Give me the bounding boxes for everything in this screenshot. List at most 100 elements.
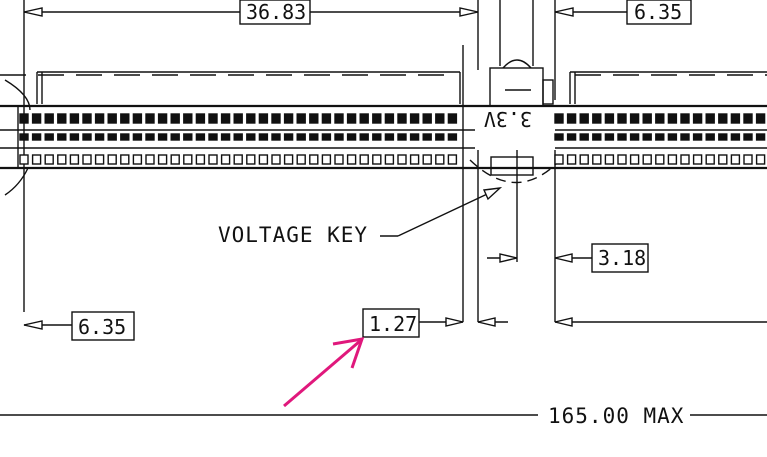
- contact-pad: [397, 154, 407, 165]
- contact-pad: [554, 133, 564, 141]
- contact-pad: [655, 113, 665, 124]
- contact-pad: [82, 113, 92, 124]
- contact-pad: [107, 133, 117, 141]
- contact-pad: [718, 133, 728, 141]
- contact-pad: [397, 133, 407, 141]
- contact-pad: [384, 113, 395, 124]
- contact-pad: [705, 154, 715, 165]
- dim-6-35-top: 6.35: [554, 0, 692, 100]
- contact-pad: [566, 154, 577, 165]
- contact-pad: [592, 133, 602, 141]
- contact-pad: [680, 154, 690, 165]
- contact-pad: [718, 154, 728, 165]
- contact-pad: [271, 133, 281, 141]
- contact-pad: [19, 154, 29, 165]
- contact-pad: [629, 154, 640, 165]
- contact-pad: [183, 133, 193, 141]
- contact-pad: [208, 113, 218, 124]
- contact-pad: [667, 133, 678, 141]
- contact-pad: [592, 154, 602, 165]
- dim-1-27: 1.27: [362, 308, 508, 338]
- contact-pad: [120, 154, 130, 165]
- contact-pad: [384, 154, 395, 165]
- contact-pad: [409, 133, 420, 141]
- contact-pad: [321, 133, 332, 141]
- contact-pad: [435, 154, 445, 165]
- contact-pad: [233, 154, 243, 165]
- contact-pad: [755, 133, 766, 141]
- contact-pad: [157, 133, 168, 141]
- contact-pad: [730, 113, 741, 124]
- contact-pad: [579, 113, 589, 124]
- contact-pad: [692, 133, 703, 141]
- contact-pad: [271, 113, 281, 124]
- contact-pad: [157, 113, 168, 124]
- contact-pad: [642, 133, 652, 141]
- contact-pad: [642, 113, 652, 124]
- dim-label-3-18: 3.18: [598, 246, 646, 270]
- dim-label-overall: 165.00 MAX: [548, 404, 684, 428]
- contact-pad: [82, 133, 92, 141]
- contact-pad: [31, 133, 42, 141]
- contact-pad: [592, 113, 602, 124]
- contact-pad: [321, 154, 332, 165]
- contact-pad: [120, 133, 130, 141]
- contact-pad: [334, 154, 344, 165]
- contact-pad: [258, 133, 269, 141]
- contact-pad: [359, 133, 369, 141]
- contact-pad: [195, 113, 206, 124]
- contact-pad: [57, 133, 67, 141]
- contact-pad: [718, 113, 728, 124]
- contact-pad: [422, 133, 432, 141]
- contact-pad: [19, 133, 29, 141]
- contact-pad: [604, 133, 615, 141]
- contact-pad: [246, 113, 256, 124]
- dim-label-6-35-left: 6.35: [78, 315, 126, 339]
- contact-pad: [334, 113, 344, 124]
- contact-pad: [422, 154, 432, 165]
- contact-pad: [642, 154, 652, 165]
- contact-pad: [94, 133, 105, 141]
- key-marking: 3.3V: [484, 107, 532, 131]
- contact-pad: [629, 113, 640, 124]
- contact-pad: [730, 133, 741, 141]
- dim-label-1-27: 1.27: [369, 312, 417, 336]
- contact-pad: [145, 133, 155, 141]
- contact-pad: [447, 154, 458, 165]
- contact-pad: [346, 113, 357, 124]
- contact-pad: [554, 113, 564, 124]
- contact-pad: [321, 113, 332, 124]
- contact-pad: [107, 113, 117, 124]
- contact-pad: [447, 113, 458, 124]
- contact-pad: [57, 154, 67, 165]
- contact-pad: [246, 133, 256, 141]
- contact-pad: [617, 113, 627, 124]
- contact-pad: [604, 113, 615, 124]
- key-housing: [469, 59, 561, 184]
- contact-pad: [157, 154, 168, 165]
- contact-pad: [220, 133, 231, 141]
- contact-pad: [296, 113, 306, 124]
- dim-36-83: 36.83: [23, 0, 479, 312]
- contact-pad: [743, 133, 753, 141]
- contact-pad: [94, 154, 105, 165]
- contact-pad: [94, 113, 105, 124]
- contact-pad: [372, 113, 382, 124]
- dim-3-18: 3.18: [487, 243, 649, 273]
- dim-overall: 165.00 MAX: [0, 404, 767, 428]
- contact-pad: [233, 133, 243, 141]
- contact-pad: [145, 154, 155, 165]
- contact-pad: [629, 133, 640, 141]
- contact-pad: [195, 154, 206, 165]
- contact-pad: [435, 133, 445, 141]
- dim-label-36-83: 36.83: [246, 0, 306, 24]
- contact-pad: [705, 113, 715, 124]
- voltage-key-label: VOLTAGE KEY: [218, 223, 368, 247]
- contact-pad: [220, 154, 231, 165]
- contact-pad: [372, 133, 382, 141]
- contact-pad: [44, 113, 54, 124]
- contact-pad: [554, 154, 564, 165]
- contact-pad: [617, 154, 627, 165]
- contact-pad: [655, 154, 665, 165]
- contact-pad: [233, 113, 243, 124]
